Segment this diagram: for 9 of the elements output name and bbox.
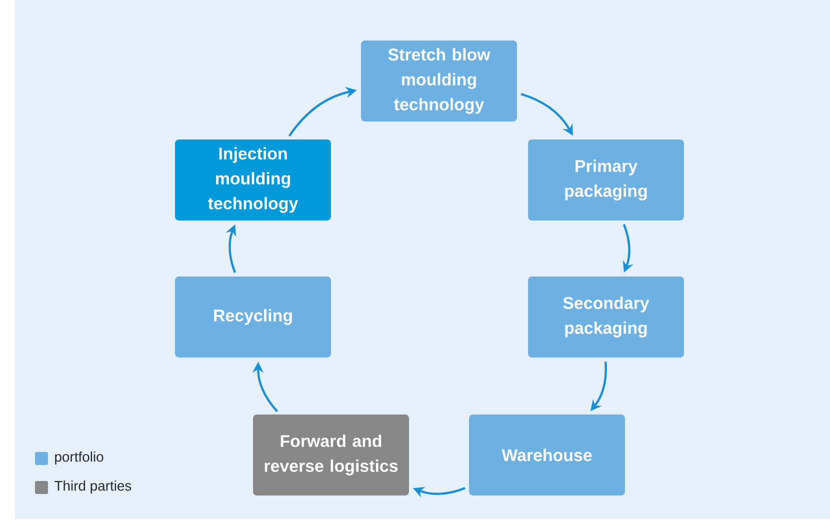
process-box: Injection moulding technology (175, 140, 331, 220)
process-box: Secondary packaging (528, 276, 684, 358)
process-box: Warehouse (469, 414, 625, 496)
process-box: Stretch blow moulding technology (361, 40, 517, 122)
legend-label: Third parties (54, 480, 132, 494)
process-box: Primary packaging (528, 140, 684, 220)
legend-label: portfolio (55, 452, 104, 464)
process-box: Recycling (175, 276, 331, 358)
process-box: Forward and reverse logistics (253, 414, 409, 496)
